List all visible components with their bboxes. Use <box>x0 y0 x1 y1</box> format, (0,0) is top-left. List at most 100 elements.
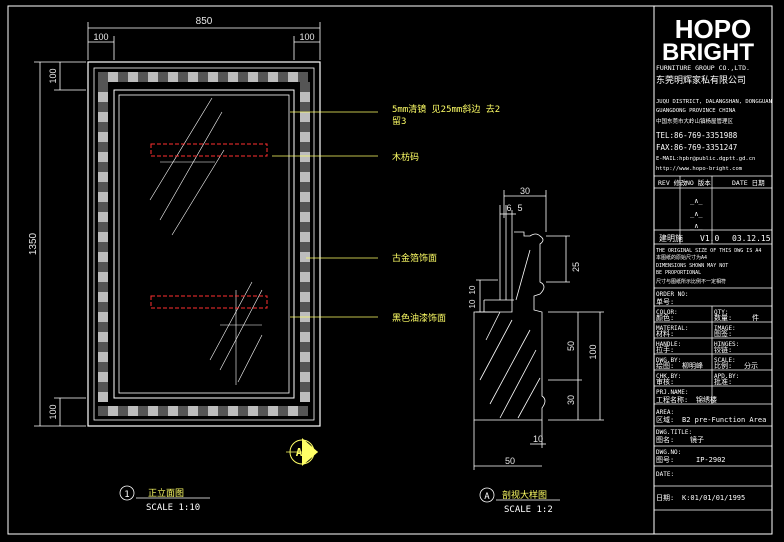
checker-tile <box>98 312 108 322</box>
wood-block-bottom <box>150 295 268 309</box>
title-block: HOPO BRIGHT FURNITURE GROUP CO.,LTD. 东莞明… <box>653 6 772 534</box>
checker-tile <box>248 72 258 82</box>
svg-text:锦绣楼: 锦绣楼 <box>696 395 717 404</box>
svg-text:QTY:: QTY: <box>714 309 728 316</box>
svg-text:30: 30 <box>566 395 576 405</box>
svg-text:V1.0: V1.0 <box>700 234 719 243</box>
svg-text:图签:: 图签: <box>714 329 732 338</box>
svg-text:AREA:: AREA: <box>656 409 674 416</box>
checker-tile <box>98 242 108 252</box>
checker-tile <box>98 252 108 262</box>
checker-tile <box>138 406 148 416</box>
checker-tile <box>98 292 108 302</box>
svg-text:本图纸的原始尺寸为A4: 本图纸的原始尺寸为A4 <box>656 254 707 261</box>
sheet-border <box>7 5 773 535</box>
checker-tile <box>300 242 310 252</box>
checker-tile <box>300 102 310 112</box>
svg-text:_∧_: _∧_ <box>690 197 703 205</box>
checker-tile <box>300 202 310 212</box>
checker-tile <box>158 406 168 416</box>
svg-text:GUANGDONG PROVINCE CHINA: GUANGDONG PROVINCE CHINA <box>656 108 736 114</box>
svg-text:_∧_: _∧_ <box>690 210 703 218</box>
checker-tile <box>98 372 108 382</box>
svg-text:10: 10 <box>468 285 477 294</box>
svg-text:A: A <box>296 446 303 459</box>
checker-tile <box>178 72 188 82</box>
checker-tile <box>98 82 108 92</box>
checker-tile <box>288 72 298 82</box>
checker-tile <box>300 162 310 172</box>
svg-text:建明施: 建明施 <box>659 233 683 243</box>
svg-text:http://www.hopo-bright.com: http://www.hopo-bright.com <box>656 166 743 172</box>
svg-text:10: 10 <box>533 434 543 444</box>
svg-text:中国东莞市大岭山镇杨屋管理区: 中国东莞市大岭山镇杨屋管理区 <box>656 117 734 125</box>
dim-height: 1350 <box>28 232 39 255</box>
checker-tile <box>300 372 310 382</box>
svg-text:尺寸与图纸所示比例不一定相符: 尺寸与图纸所示比例不一定相符 <box>656 278 726 285</box>
checker-tile <box>98 352 108 362</box>
callout-mirror-line2: 留3 <box>392 115 406 127</box>
checker-tile <box>258 72 268 82</box>
front-view-caption: 1 正立面图 SCALE 1:10 <box>119 485 210 513</box>
svg-text:1: 1 <box>124 490 129 500</box>
svg-text:_∧_: _∧_ <box>690 222 703 230</box>
checker-tile <box>98 322 108 332</box>
checker-tile <box>300 322 310 332</box>
checker-tile <box>98 172 108 182</box>
checker-tile <box>288 406 298 416</box>
svg-text:CHK.BY:: CHK.BY: <box>656 373 681 380</box>
svg-text:DWG.BY:: DWG.BY: <box>656 357 681 364</box>
checker-tile <box>98 192 108 202</box>
svg-text:SCALE 1:2: SCALE 1:2 <box>504 505 553 515</box>
checker-tile <box>300 182 310 192</box>
svg-text:A: A <box>484 492 490 502</box>
svg-text:DWG.NO:: DWG.NO: <box>656 449 681 456</box>
checker-tile <box>98 212 108 222</box>
checker-tile <box>98 202 108 212</box>
checker-tile <box>168 72 178 82</box>
checker-tile <box>158 72 168 82</box>
checker-tile <box>98 332 108 342</box>
svg-text:REV 修改: REV 修改 <box>658 178 687 187</box>
checker-tile <box>300 292 310 302</box>
section-view: 30 6 5 25 10 10 50 30 100 10 50 A 剖视大样图 … <box>468 186 604 515</box>
svg-text:50: 50 <box>505 456 515 466</box>
checker-tile <box>98 406 108 416</box>
checker-tile <box>238 72 248 82</box>
checker-tile <box>300 262 310 272</box>
checker-tile <box>208 72 218 82</box>
svg-text:HINGES:: HINGES: <box>714 341 739 348</box>
svg-text:DATE:: DATE: <box>656 471 674 478</box>
checker-tile <box>98 342 108 352</box>
checker-tile <box>98 162 108 172</box>
svg-text:镜子: 镜子 <box>690 435 704 444</box>
checker-tile <box>208 406 218 416</box>
svg-text:绘图:: 绘图: <box>656 361 674 370</box>
checker-tile <box>98 122 108 132</box>
checker-tile <box>300 152 310 162</box>
dim-left-top: 100 <box>48 68 58 83</box>
svg-text:COLOR:: COLOR: <box>656 309 678 316</box>
svg-text:柳明峰: 柳明峰 <box>682 361 703 370</box>
svg-text:剖视大样图: 剖视大样图 <box>502 489 547 501</box>
checker-tile <box>98 362 108 372</box>
checker-tile <box>278 406 288 416</box>
checker-tile <box>300 142 310 152</box>
svg-text:批准:: 批准: <box>714 377 732 386</box>
checker-tile <box>300 132 310 142</box>
svg-text:JUQU DISTRICT, DALANGSHAN, DON: JUQU DISTRICT, DALANGSHAN, DONGGUAN <box>656 99 772 105</box>
callout-gold-leaf: 古金箔饰面 <box>392 252 437 264</box>
svg-text:MATERIAL:: MATERIAL: <box>656 325 689 332</box>
dim-left-bottom: 100 <box>48 404 58 419</box>
svg-text:25: 25 <box>571 262 581 272</box>
group-name: FURNITURE GROUP CO.,LTD. <box>656 64 750 72</box>
svg-text:30: 30 <box>520 186 530 196</box>
svg-text:DIMENSIONS SHOWN MAY NOT: DIMENSIONS SHOWN MAY NOT <box>656 263 728 269</box>
svg-text:日期:: 日期: <box>656 494 674 502</box>
checker-tile <box>300 212 310 222</box>
checker-tile <box>98 382 108 392</box>
svg-text:PRJ.NAME:: PRJ.NAME: <box>656 389 689 396</box>
svg-text:K:01/01/01/1995: K:01/01/01/1995 <box>682 494 745 502</box>
checker-tile <box>98 72 108 82</box>
checker-tile <box>128 72 138 82</box>
